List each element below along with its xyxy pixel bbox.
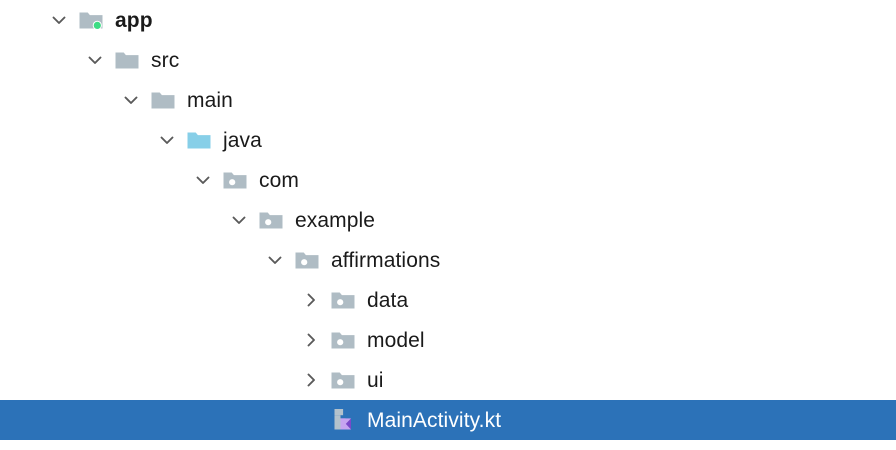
chevron-down-icon[interactable] — [156, 129, 178, 151]
twisty-placeholder — [300, 409, 322, 431]
tree-row-data[interactable]: data — [0, 280, 896, 320]
tree-row-label: model — [367, 328, 425, 352]
chevron-down-icon[interactable] — [120, 89, 142, 111]
tree-row-example[interactable]: example — [0, 200, 896, 240]
chevron-down-icon[interactable] — [84, 49, 106, 71]
package-folder-icon — [258, 207, 284, 233]
package-folder-icon — [330, 367, 356, 393]
chevron-down-icon[interactable] — [228, 209, 250, 231]
chevron-right-icon[interactable] — [300, 329, 322, 351]
package-folder-icon — [330, 287, 356, 313]
tree-row-mainactivity-kt[interactable]: MainActivity.kt — [0, 400, 896, 440]
tree-row-ui[interactable]: ui — [0, 360, 896, 400]
tree-row-label: MainActivity.kt — [367, 408, 502, 432]
tree-row-src[interactable]: src — [0, 40, 896, 80]
tree-row-label: src — [151, 48, 180, 72]
chevron-down-icon[interactable] — [264, 249, 286, 271]
package-folder-icon — [294, 247, 320, 273]
module-folder-icon — [78, 7, 104, 33]
tree-row-main[interactable]: main — [0, 80, 896, 120]
tree-row-app[interactable]: app — [0, 0, 896, 40]
tree-row-java[interactable]: java — [0, 120, 896, 160]
chevron-right-icon[interactable] — [300, 369, 322, 391]
package-folder-icon — [330, 327, 356, 353]
kotlin-file-icon — [330, 407, 356, 433]
tree-row-label: example — [295, 208, 376, 232]
tree-row-label: ui — [367, 368, 384, 392]
tree-row-com[interactable]: com — [0, 160, 896, 200]
chevron-down-icon[interactable] — [192, 169, 214, 191]
tree-row-label: com — [259, 168, 299, 192]
chevron-right-icon[interactable] — [300, 289, 322, 311]
chevron-down-icon[interactable] — [48, 9, 70, 31]
tree-row-label: app — [115, 8, 153, 32]
folder-icon — [150, 87, 176, 113]
tree-row-label: data — [367, 288, 409, 312]
tree-row-label: java — [223, 128, 262, 152]
tree-row-label: affirmations — [331, 248, 441, 272]
tree-row-affirmations[interactable]: affirmations — [0, 240, 896, 280]
tree-row-label: main — [187, 88, 233, 112]
source-root-folder-icon — [186, 127, 212, 153]
tree-row-model[interactable]: model — [0, 320, 896, 360]
package-folder-icon — [222, 167, 248, 193]
folder-icon — [114, 47, 140, 73]
